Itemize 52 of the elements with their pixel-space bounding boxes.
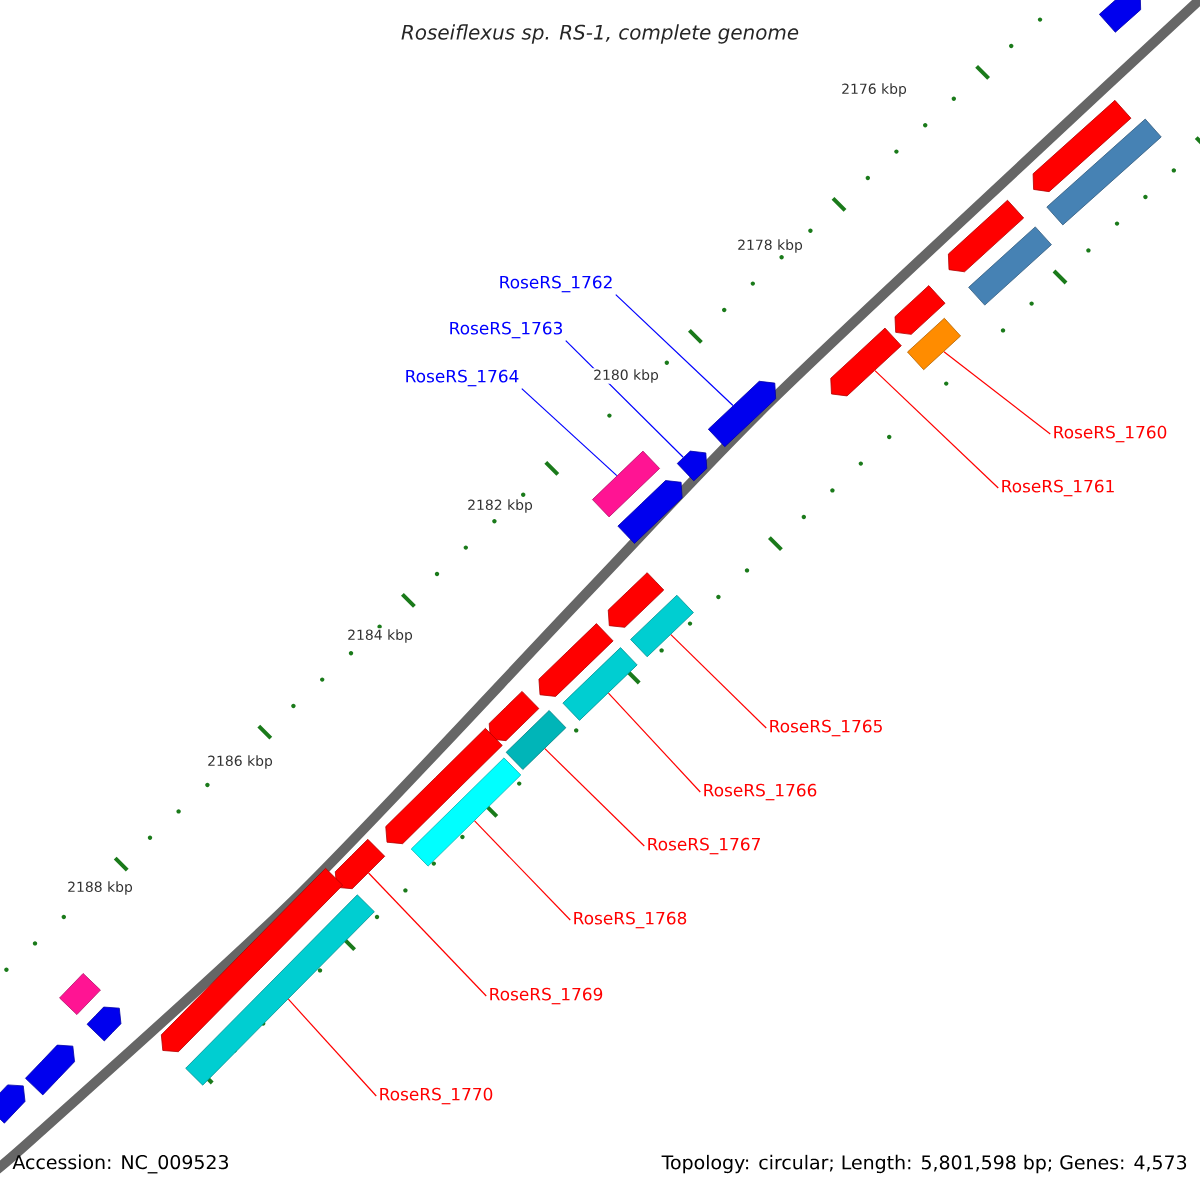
gene-label: RoseRS_1764	[406, 369, 519, 387]
gene-block	[334, 838, 386, 890]
gene-label: RoseRS_1760	[1054, 425, 1167, 443]
gene-block	[86, 1006, 122, 1042]
leader-line	[943, 351, 1051, 435]
gene-block	[0, 1084, 26, 1124]
gene-label: RoseRS_1765	[770, 719, 882, 737]
gene-label: RoseRS_1761	[1002, 479, 1114, 497]
leader-line	[474, 820, 571, 921]
leader-line	[521, 388, 618, 477]
gene-block	[948, 199, 1025, 273]
gene-label: RoseRS_1770	[380, 1087, 493, 1105]
title: Roseiflexus sp. RS-1, complete genome	[401, 24, 799, 44]
leader-line	[670, 634, 767, 729]
gene-block	[488, 691, 540, 742]
gene-block	[538, 623, 614, 697]
gene-block	[707, 380, 777, 448]
leader-line	[544, 748, 645, 847]
gene-block	[1098, 0, 1142, 33]
gene-label: RoseRS_1767	[648, 837, 760, 855]
gene-label: RoseRS_1766	[704, 783, 817, 801]
gene-block	[607, 572, 665, 628]
gene-block	[385, 727, 503, 845]
gene-bar	[185, 894, 375, 1086]
gene-block	[160, 867, 344, 1053]
leader-line	[367, 872, 487, 997]
gene-bar	[592, 450, 660, 518]
leader-line	[607, 692, 701, 793]
leader-line	[287, 998, 377, 1097]
leader-line	[874, 369, 999, 489]
gene-block	[830, 327, 902, 397]
gene-bar	[59, 973, 101, 1015]
gene-bar	[968, 226, 1052, 306]
gene-block	[25, 1044, 75, 1096]
gene-block	[676, 450, 708, 482]
gene-block	[617, 480, 683, 544]
gene-label: RoseRS_1763	[450, 321, 562, 339]
gene-block	[894, 285, 946, 335]
gene-label: RoseRS_1768	[574, 911, 687, 929]
footer-text: Accession: NC_009523	[12, 1154, 228, 1174]
gene-label: RoseRS_1769	[490, 987, 603, 1005]
leader-line	[565, 340, 684, 458]
gene-bar	[562, 647, 638, 721]
gene-bar	[410, 757, 522, 867]
footer-text: Topology: circular; Length: 5,801,598 bp; Genes: 4,573	[661, 1154, 1187, 1174]
gene-block	[1032, 99, 1132, 193]
gene-bar	[630, 594, 694, 658]
gene-bar	[1046, 118, 1162, 226]
gene-bar	[505, 710, 567, 770]
gene-bar	[907, 317, 961, 371]
gene-label: RoseRS_1762	[500, 275, 612, 293]
leader-line	[615, 294, 734, 407]
